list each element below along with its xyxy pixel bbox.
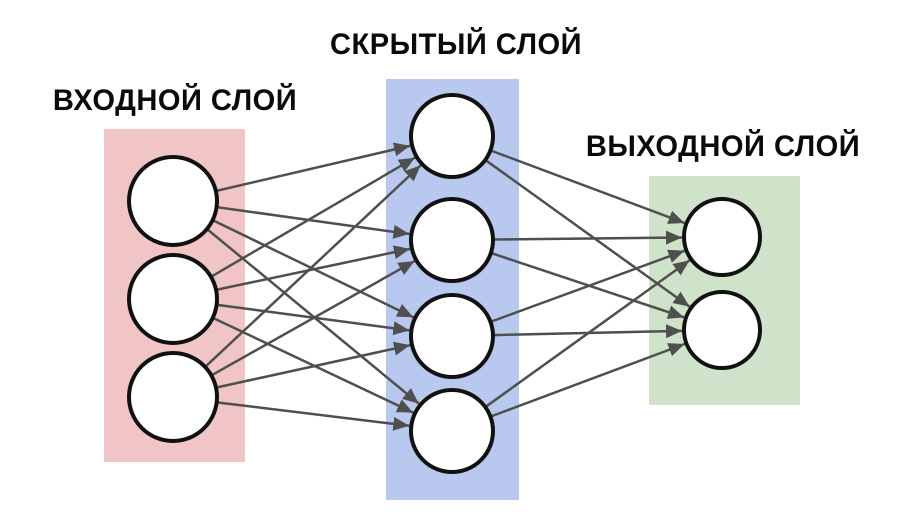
- neuron-hidden: [409, 197, 495, 283]
- edge-input-to-hidden: [210, 259, 416, 377]
- edge-hidden-to-output: [489, 342, 685, 418]
- edge-hidden-to-output: [490, 249, 685, 324]
- edge-input-to-hidden: [210, 156, 416, 278]
- neuron-input: [127, 155, 219, 247]
- edge-hidden-to-output: [484, 158, 691, 308]
- neuron-hidden: [409, 93, 495, 179]
- neuron-output: [682, 290, 762, 370]
- neuron-hidden: [409, 293, 495, 379]
- neuron-output: [682, 197, 762, 277]
- neuron-input: [127, 351, 219, 443]
- hidden-layer-label: СКРЫТЫЙ СЛОЙ: [329, 28, 583, 61]
- edge-input-to-hidden: [215, 245, 411, 292]
- input-layer-label: ВХОДНОЙ СЛОЙ: [52, 84, 298, 117]
- neuron-hidden: [409, 388, 495, 474]
- output-layer-label: ВЫХОДНОЙ СЛОЙ: [585, 130, 861, 163]
- edge-hidden-to-output: [492, 230, 683, 245]
- edge-input-to-hidden: [216, 401, 410, 431]
- edge-input-to-hidden: [204, 164, 422, 368]
- edge-hidden-to-output: [489, 149, 685, 225]
- edge-input-to-hidden: [215, 142, 411, 193]
- edge-hidden-to-output: [484, 259, 691, 409]
- edge-input-to-hidden: [215, 341, 411, 389]
- neuron-input: [127, 253, 219, 345]
- edge-input-to-hidden: [216, 205, 410, 239]
